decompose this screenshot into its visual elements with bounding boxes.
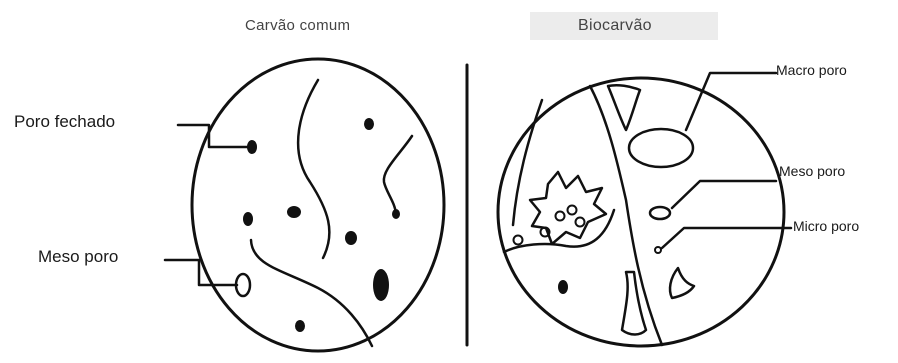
micro-pore-leader xyxy=(662,228,791,248)
common-charcoal-particle-outline xyxy=(192,59,444,351)
meso-pore xyxy=(650,207,670,219)
closed-pore-dot xyxy=(295,320,305,332)
macro-pore xyxy=(629,129,693,167)
closed-pore-dot xyxy=(287,206,301,218)
crescent-pore xyxy=(670,268,694,298)
micro-pore-ring xyxy=(514,236,523,245)
closed-pore-dot xyxy=(373,269,389,301)
micro-pore xyxy=(655,247,661,253)
internal-crack xyxy=(384,136,412,214)
closed-pore-dot xyxy=(392,209,400,219)
right-meso-pore-leader xyxy=(672,181,776,208)
internal-crack xyxy=(298,80,329,258)
closed-pore-dot xyxy=(243,212,253,226)
closed-pore-dot xyxy=(247,140,257,154)
closed-pore-dot xyxy=(345,231,357,245)
closed-pore-dot xyxy=(364,118,374,130)
closed-pore-leader xyxy=(178,125,252,147)
micro-pore-ring xyxy=(556,212,565,221)
surface-fissure xyxy=(608,85,640,130)
macro-pore-leader xyxy=(686,73,776,130)
micro-pore-ring xyxy=(576,218,585,227)
closed-pore-dot xyxy=(558,280,568,294)
micro-pore-ring xyxy=(568,206,577,215)
internal-crack xyxy=(251,240,372,346)
left-meso-pore-leader xyxy=(165,260,237,285)
channel-wall xyxy=(504,210,614,252)
